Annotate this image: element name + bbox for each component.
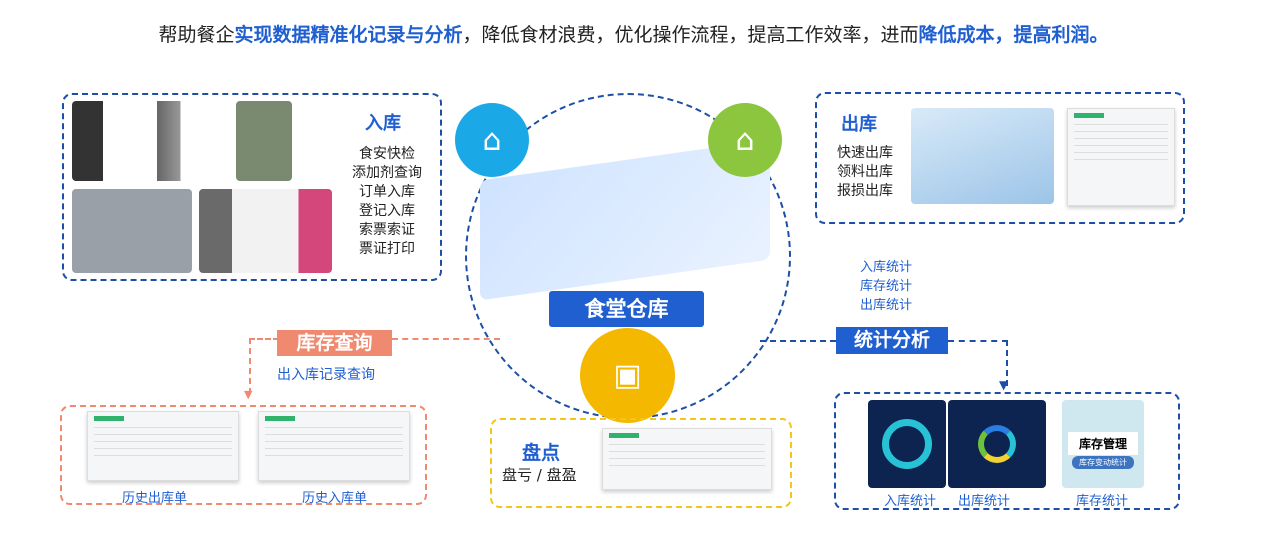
outbound-circle: ⌂ bbox=[708, 103, 782, 177]
query-sub: 出入库记录查询 bbox=[277, 367, 375, 383]
stats-label: 统计分析 bbox=[836, 327, 948, 354]
truck-illustration bbox=[911, 108, 1054, 204]
device-photo bbox=[72, 101, 227, 181]
stocktake-title: 盘点 bbox=[522, 442, 561, 464]
stocktake-sub: 盘亏 / 盘盈 bbox=[502, 466, 577, 484]
inbound-item: 票证打印 bbox=[359, 241, 415, 257]
card-button: 库存变动统计 bbox=[1072, 456, 1134, 469]
computer-photo bbox=[72, 189, 192, 273]
inbound-item: 订单入库 bbox=[359, 184, 415, 200]
arrow-down-icon: ▼ bbox=[244, 388, 253, 401]
inbound-item: 登记入库 bbox=[359, 203, 415, 219]
inbound-box: 入库 食安快检 添加剂查询 订单入库 登记入库 索票索证 票证打印 bbox=[62, 93, 442, 281]
inbound-history-screenshot bbox=[258, 411, 410, 481]
connector-line bbox=[249, 338, 279, 394]
stats-list: 入库统计 库存统计 出库统计 bbox=[860, 258, 912, 315]
warehouse-in-icon: ⌂ bbox=[482, 122, 502, 158]
inbound-item: 添加剂查询 bbox=[352, 165, 422, 181]
headline-highlight: 降低成本，提高利润。 bbox=[918, 24, 1109, 46]
inbound-item: 食安快检 bbox=[359, 146, 415, 162]
stats-item: 库存统计 bbox=[860, 279, 913, 294]
document-photo bbox=[199, 189, 332, 273]
outbound-box: 出库 快速出库 领料出库 报损出库 bbox=[815, 92, 1185, 224]
outbound-item: 领料出库 bbox=[837, 164, 893, 180]
outbound-item: 报损出库 bbox=[837, 183, 893, 199]
stats-caption: 入库统计 bbox=[884, 494, 937, 509]
stocktake-screenshot bbox=[602, 428, 772, 490]
outbound-history-screenshot bbox=[87, 411, 239, 481]
headline: 帮助餐企实现数据精准化记录与分析，降低食材浪费，优化操作流程，提高工作效率，进而… bbox=[0, 20, 1267, 47]
stats-box: 库存管理 库存变动统计 入库统计 出库统计 库存统计 bbox=[834, 392, 1180, 510]
stats-item: 入库统计 bbox=[860, 260, 913, 275]
outbound-chart-panel bbox=[948, 400, 1046, 488]
warehouse-out-icon: ⌂ bbox=[735, 122, 755, 158]
outbound-title: 出库 bbox=[841, 114, 877, 135]
query-caption: 历史入库单 bbox=[302, 491, 368, 506]
headline-text: 帮助餐企 bbox=[158, 24, 235, 46]
inventory-card: 库存管理 库存变动统计 bbox=[1062, 400, 1144, 488]
stats-item: 出库统计 bbox=[860, 298, 913, 313]
connector-line bbox=[760, 340, 836, 342]
inbound-item: 索票索证 bbox=[359, 222, 415, 238]
stats-caption: 库存统计 bbox=[1076, 494, 1129, 509]
headline-highlight: 实现数据精准化记录与分析 bbox=[234, 24, 463, 46]
stats-caption: 出库统计 bbox=[958, 494, 1011, 509]
stocktake-box: 盘点 盘亏 / 盘盈 bbox=[490, 418, 792, 508]
inbound-items: 食安快检 添加剂查询 订单入库 登记入库 索票索证 票证打印 bbox=[352, 145, 422, 259]
connector-line bbox=[392, 338, 500, 340]
outbound-screenshot bbox=[1067, 108, 1175, 206]
outbound-items: 快速出库 领料出库 报损出库 bbox=[837, 144, 893, 201]
card-title: 库存管理 bbox=[1068, 432, 1138, 455]
inbound-circle: ⌂ bbox=[455, 103, 529, 177]
center-label: 食堂仓库 bbox=[549, 291, 704, 327]
query-label: 库存查询 bbox=[277, 330, 392, 356]
donut-chart bbox=[882, 419, 932, 469]
headline-text: ，降低食材浪费，优化操作流程，提高工作效率，进而 bbox=[462, 24, 919, 46]
inbound-title: 入库 bbox=[365, 113, 401, 134]
arrow-down-icon: ▼ bbox=[999, 378, 1009, 392]
query-caption: 历史出库单 bbox=[122, 491, 188, 506]
outbound-item: 快速出库 bbox=[837, 145, 893, 161]
stocktake-circle: ▣ bbox=[580, 328, 675, 423]
connector-line bbox=[948, 340, 1008, 386]
donut-chart bbox=[978, 425, 1016, 463]
inbound-chart-panel bbox=[868, 400, 946, 488]
query-box: 历史出库单 历史入库单 bbox=[60, 405, 427, 506]
staff-photo bbox=[236, 101, 292, 181]
calendar-box-icon: ▣ bbox=[613, 358, 642, 393]
